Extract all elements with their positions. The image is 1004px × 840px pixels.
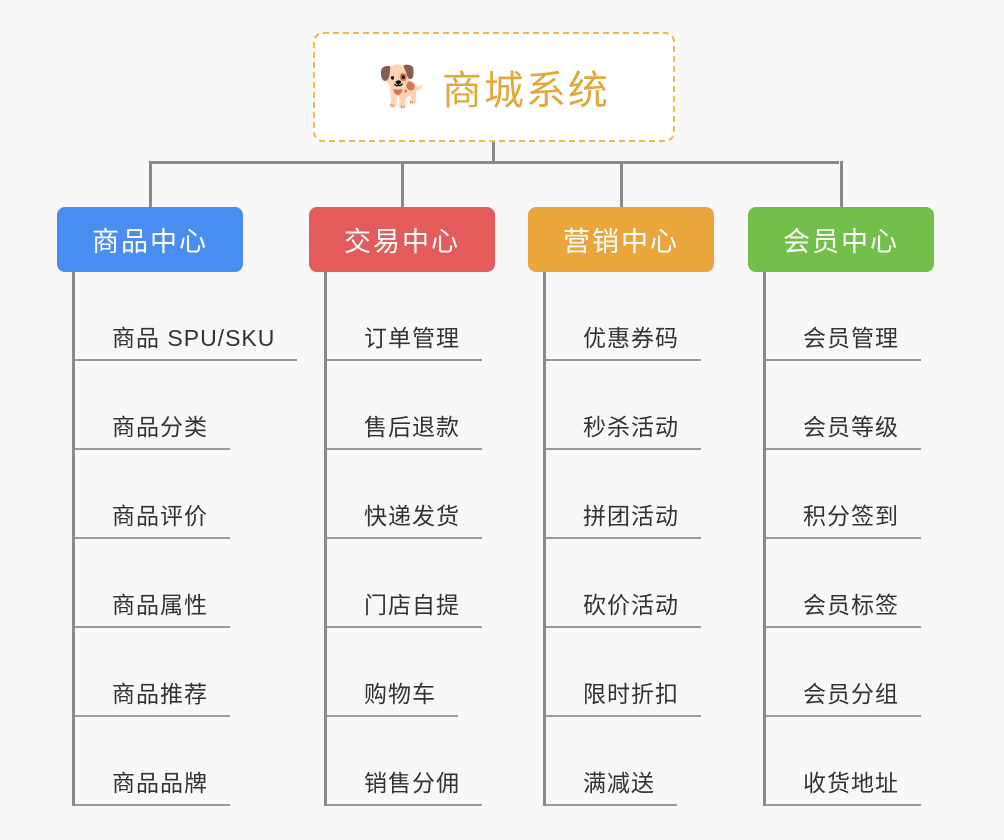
- leaf-item-label: 拼团活动: [546, 497, 701, 539]
- leaf-item[interactable]: 商品 SPU/SKU: [75, 272, 298, 361]
- leaf-item[interactable]: 商品品牌: [75, 717, 243, 806]
- leaf-item[interactable]: 销售分佣: [327, 717, 495, 806]
- leaf-item[interactable]: 限时折扣: [546, 628, 714, 717]
- drop-connector-trade-center: [401, 161, 404, 208]
- leaf-item-label: 商品分类: [75, 408, 230, 450]
- leaf-item[interactable]: 砍价活动: [546, 539, 714, 628]
- category-header-label: 商品中心: [92, 227, 208, 257]
- category-header-marketing-center[interactable]: 营销中心: [528, 207, 714, 272]
- leaf-item-label: 会员分组: [766, 675, 921, 717]
- leaf-item-label: 积分签到: [766, 497, 921, 539]
- leaf-item[interactable]: 商品评价: [75, 450, 243, 539]
- leaf-item[interactable]: 积分签到: [766, 450, 934, 539]
- horizontal-bus-connector: [149, 161, 839, 164]
- leaf-item-label: 满减送: [546, 764, 677, 806]
- category-header-product-center[interactable]: 商品中心: [57, 207, 243, 272]
- leaf-item-label: 砍价活动: [546, 586, 701, 628]
- column-member-center: 会员中心会员管理会员等级积分签到会员标签会员分组收货地址: [748, 207, 934, 806]
- leaf-item-label: 订单管理: [327, 319, 482, 361]
- leaf-list-trade-center: 订单管理售后退款快递发货门店自提购物车销售分佣: [324, 272, 495, 806]
- leaf-item-label: 购物车: [327, 675, 458, 717]
- leaf-item-label: 会员等级: [766, 408, 921, 450]
- category-header-trade-center[interactable]: 交易中心: [309, 207, 495, 272]
- drop-connector-marketing-center: [620, 161, 623, 208]
- leaf-item[interactable]: 商品属性: [75, 539, 243, 628]
- leaf-item-label: 门店自提: [327, 586, 482, 628]
- leaf-item[interactable]: 拼团活动: [546, 450, 714, 539]
- leaf-item-label: 会员标签: [766, 586, 921, 628]
- category-header-label: 交易中心: [344, 227, 460, 257]
- leaf-item[interactable]: 商品分类: [75, 361, 243, 450]
- leaf-item[interactable]: 会员分组: [766, 628, 934, 717]
- leaf-list-product-center: 商品 SPU/SKU 商品分类商品评价商品属性商品推荐商品品牌: [72, 272, 298, 806]
- column-trade-center: 交易中心订单管理售后退款快递发货门店自提购物车销售分佣: [309, 207, 495, 806]
- leaf-item-label: 会员管理: [766, 319, 921, 361]
- column-product-center: 商品中心商品 SPU/SKU 商品分类商品评价商品属性商品推荐商品品牌: [57, 207, 298, 806]
- leaf-item[interactable]: 订单管理: [327, 272, 495, 361]
- leaf-item[interactable]: 优惠券码: [546, 272, 714, 361]
- leaf-item-label: 优惠券码: [546, 319, 701, 361]
- leaf-item-label: 商品属性: [75, 586, 230, 628]
- leaf-item-label: 商品推荐: [75, 675, 230, 717]
- leaf-item[interactable]: 会员标签: [766, 539, 934, 628]
- leaf-item-label: 商品品牌: [75, 764, 230, 806]
- leaf-item[interactable]: 商品推荐: [75, 628, 243, 717]
- leaf-item-label: 商品 SPU/SKU: [75, 319, 298, 361]
- leaf-item-label: 售后退款: [327, 408, 482, 450]
- leaf-list-member-center: 会员管理会员等级积分签到会员标签会员分组收货地址: [763, 272, 934, 806]
- root-node[interactable]: 🐕 商城系统: [313, 32, 675, 142]
- leaf-item[interactable]: 会员等级: [766, 361, 934, 450]
- shiba-dog-icon: 🐕: [378, 65, 428, 109]
- leaf-item[interactable]: 收货地址: [766, 717, 934, 806]
- leaf-item[interactable]: 会员管理: [766, 272, 934, 361]
- category-header-label: 营销中心: [563, 227, 679, 257]
- leaf-item[interactable]: 售后退款: [327, 361, 495, 450]
- leaf-item-label: 快递发货: [327, 497, 482, 539]
- root-stem-connector: [492, 142, 495, 164]
- leaf-item[interactable]: 门店自提: [327, 539, 495, 628]
- leaf-item[interactable]: 满减送: [546, 717, 714, 806]
- category-header-member-center[interactable]: 会员中心: [748, 207, 934, 272]
- leaf-item[interactable]: 快递发货: [327, 450, 495, 539]
- drop-connector-member-center: [840, 161, 843, 208]
- leaf-item-label: 销售分佣: [327, 764, 482, 806]
- leaf-item-label: 收货地址: [766, 764, 921, 806]
- leaf-item-label: 商品评价: [75, 497, 230, 539]
- root-title: 商城系统: [441, 69, 610, 113]
- column-marketing-center: 营销中心优惠券码秒杀活动拼团活动砍价活动限时折扣满减送: [528, 207, 714, 806]
- drop-connector-product-center: [149, 161, 152, 208]
- leaf-item[interactable]: 购物车: [327, 628, 495, 717]
- leaf-list-marketing-center: 优惠券码秒杀活动拼团活动砍价活动限时折扣满减送: [543, 272, 714, 806]
- leaf-item-label: 秒杀活动: [546, 408, 701, 450]
- category-header-label: 会员中心: [783, 227, 899, 257]
- leaf-item-label: 限时折扣: [546, 675, 701, 717]
- leaf-item[interactable]: 秒杀活动: [546, 361, 714, 450]
